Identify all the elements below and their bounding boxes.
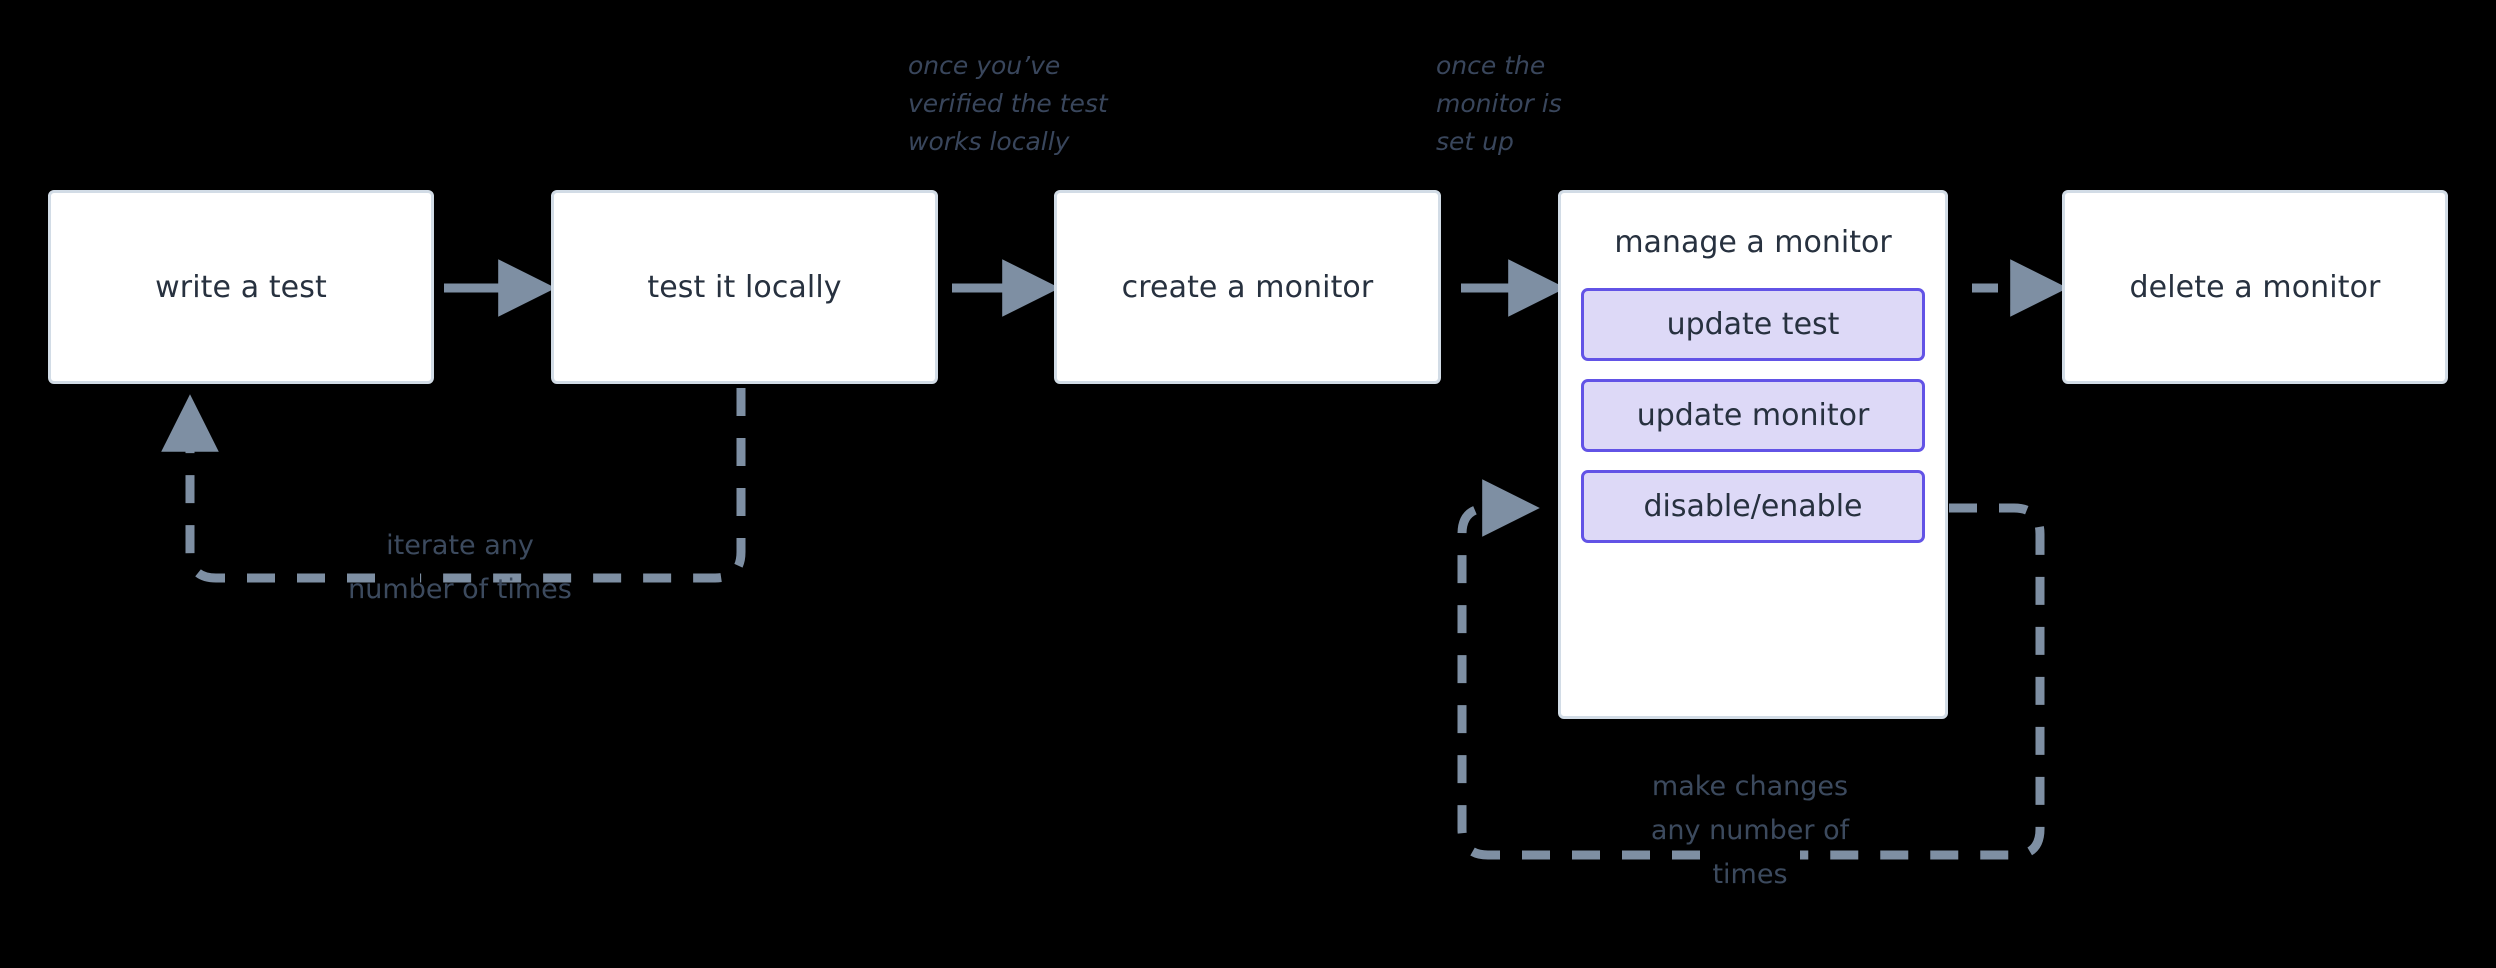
node-create-a-monitor[interactable]: create a monitor <box>1054 190 1441 384</box>
subnode-update-test[interactable]: update test <box>1581 288 1925 361</box>
node-create-a-monitor-label: create a monitor <box>1121 269 1374 305</box>
subnode-disable-enable-label: disable/enable <box>1643 489 1863 524</box>
loop-make-changes-label: make changes any number of times <box>1650 771 1850 890</box>
node-test-it-locally-label: test it locally <box>647 269 842 305</box>
subnode-update-monitor-label: update monitor <box>1636 398 1870 433</box>
loop-iterate-label: iterate any number of times <box>348 530 572 605</box>
node-write-a-test[interactable]: write a test <box>48 190 434 384</box>
node-write-a-test-label: write a test <box>155 269 327 305</box>
node-manage-a-monitor[interactable]: manage a monitor update test update moni… <box>1558 190 1948 719</box>
subnode-update-monitor[interactable]: update monitor <box>1581 379 1925 452</box>
note-verified-locally: once you’ve verified the test works loca… <box>908 51 1108 156</box>
subnode-disable-enable[interactable]: disable/enable <box>1581 470 1925 543</box>
note-monitor-set-up: once the monitor is set up <box>1436 51 1562 156</box>
node-manage-a-monitor-label: manage a monitor <box>1614 225 1892 260</box>
node-delete-a-monitor-label: delete a monitor <box>2129 269 2381 305</box>
node-delete-a-monitor[interactable]: delete a monitor <box>2062 190 2448 384</box>
node-test-it-locally[interactable]: test it locally <box>551 190 938 384</box>
subnode-update-test-label: update test <box>1666 307 1840 342</box>
